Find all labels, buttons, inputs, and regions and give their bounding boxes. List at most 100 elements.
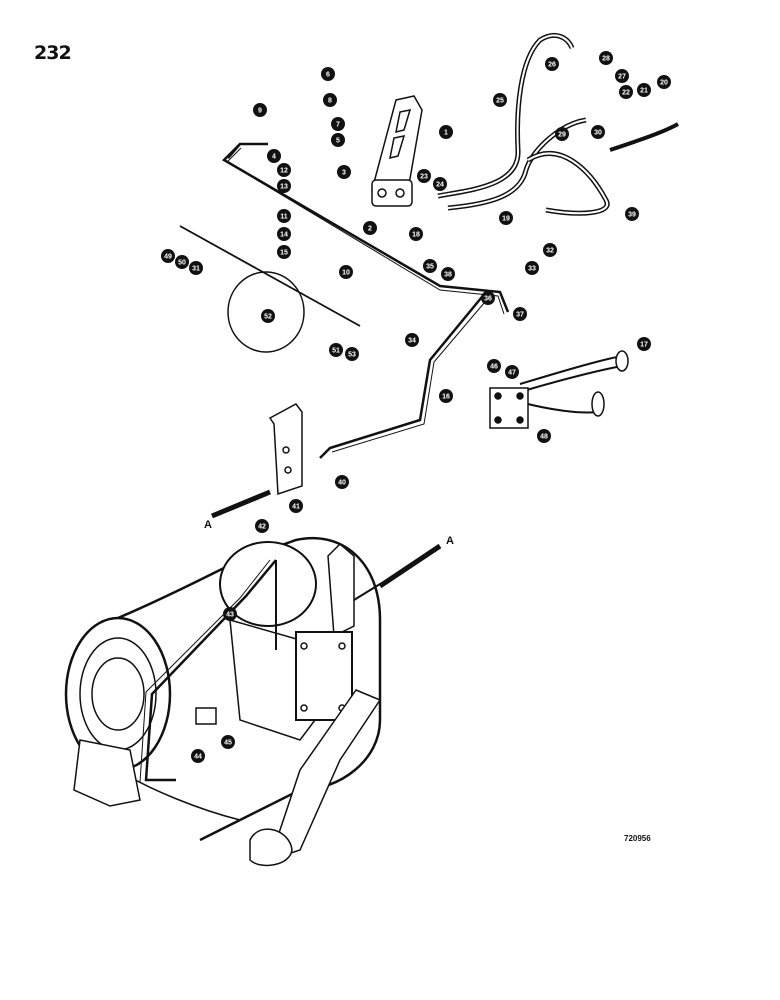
svg-text:2: 2 [368,226,372,233]
callout-31: 31 [189,261,203,275]
svg-text:43: 43 [226,612,234,619]
callout-37: 37 [513,307,527,321]
callout-group: 1 2 3 4 5 6 7 8 9 10 11 12 13 14 15 16 1… [161,51,671,763]
svg-text:25: 25 [496,98,504,105]
callout-21: 21 [637,83,651,97]
svg-text:45: 45 [224,740,232,747]
callout-53: 53 [345,347,359,361]
svg-text:4: 4 [272,154,276,161]
svg-text:21: 21 [640,88,648,95]
svg-text:17: 17 [640,342,648,349]
callout-6: 6 [321,67,335,81]
svg-text:39: 39 [628,212,636,219]
callout-14: 14 [277,227,291,241]
callout-48: 48 [537,429,551,443]
svg-text:7: 7 [336,122,340,129]
svg-text:44: 44 [194,754,202,761]
air-horn [489,350,629,429]
svg-text:24: 24 [436,182,444,189]
callout-12: 12 [277,163,291,177]
callout-45: 45 [221,735,235,749]
callout-10: 10 [339,265,353,279]
callout-19: 19 [499,211,513,225]
svg-text:13: 13 [280,184,288,191]
callout-18: 18 [409,227,423,241]
svg-text:30: 30 [594,130,602,137]
svg-text:42: 42 [258,524,266,531]
svg-text:9: 9 [258,108,262,115]
callout-13: 13 [277,179,291,193]
svg-text:33: 33 [528,266,536,273]
callout-34: 34 [405,333,419,347]
svg-text:3: 3 [342,170,346,177]
svg-text:35: 35 [426,264,434,271]
svg-text:34: 34 [408,338,416,345]
brake-tube-10 [221,142,510,313]
callout-4: 4 [267,149,281,163]
svg-text:10: 10 [342,270,350,277]
page-number: 232 [34,42,72,64]
callout-9: 9 [253,103,267,117]
svg-text:27: 27 [618,74,626,81]
svg-text:23: 23 [420,174,428,181]
svg-text:22: 22 [622,90,630,97]
callout-17: 17 [637,337,651,351]
svg-text:1: 1 [444,130,448,137]
callout-3: 3 [337,165,351,179]
callout-1: 1 [439,125,453,139]
svg-text:18: 18 [412,232,420,239]
callout-16: 16 [439,389,453,403]
callout-2: 2 [363,221,377,235]
svg-text:12: 12 [280,168,288,175]
svg-text:51: 51 [332,348,340,355]
callout-49: 49 [161,249,175,263]
brake-tube-34 [319,291,487,459]
svg-text:41: 41 [292,504,300,511]
cable-52 [227,271,305,353]
svg-text:16: 16 [442,394,450,401]
callout-44: 44 [191,749,205,763]
callout-38: 38 [441,267,455,281]
callout-35: 35 [423,259,437,273]
callout-46: 46 [487,359,501,373]
callout-39: 39 [625,207,639,221]
callout-32: 32 [543,243,557,257]
svg-text:36: 36 [484,296,492,303]
callout-27: 27 [615,69,629,83]
svg-text:32: 32 [546,248,554,255]
svg-text:29: 29 [558,132,566,139]
svg-text:15: 15 [280,250,288,257]
callout-33: 33 [525,261,539,275]
hose-20 [609,122,679,152]
svg-text:47: 47 [508,370,516,377]
callout-26: 26 [545,57,559,71]
callout-30: 30 [591,125,605,139]
svg-text:46: 46 [490,364,498,371]
svg-text:6: 6 [326,72,330,79]
drawing-number: 720956 [624,834,651,843]
callout-36: 36 [481,291,495,305]
svg-text:38: 38 [444,272,452,279]
svg-text:48: 48 [540,434,548,441]
svg-text:11: 11 [280,214,288,221]
callout-5: 5 [331,133,345,147]
brake-pedal [371,95,423,207]
callout-43: 43 [223,607,237,621]
reference-letter-a-right: A [446,535,454,547]
svg-text:28: 28 [602,56,610,63]
callout-7: 7 [331,117,345,131]
brake-tube-43 [144,559,277,782]
callout-22: 22 [619,85,633,99]
svg-text:37: 37 [516,312,524,319]
svg-text:14: 14 [280,232,288,239]
reference-letter-a-left: A [204,519,212,531]
callout-23: 23 [417,169,431,183]
callout-20: 20 [657,75,671,89]
transmission [64,536,382,867]
svg-text:53: 53 [348,352,356,359]
mounting-bracket [268,403,303,496]
callout-24: 24 [433,177,447,191]
callout-28: 28 [599,51,613,65]
svg-text:8: 8 [328,98,332,105]
